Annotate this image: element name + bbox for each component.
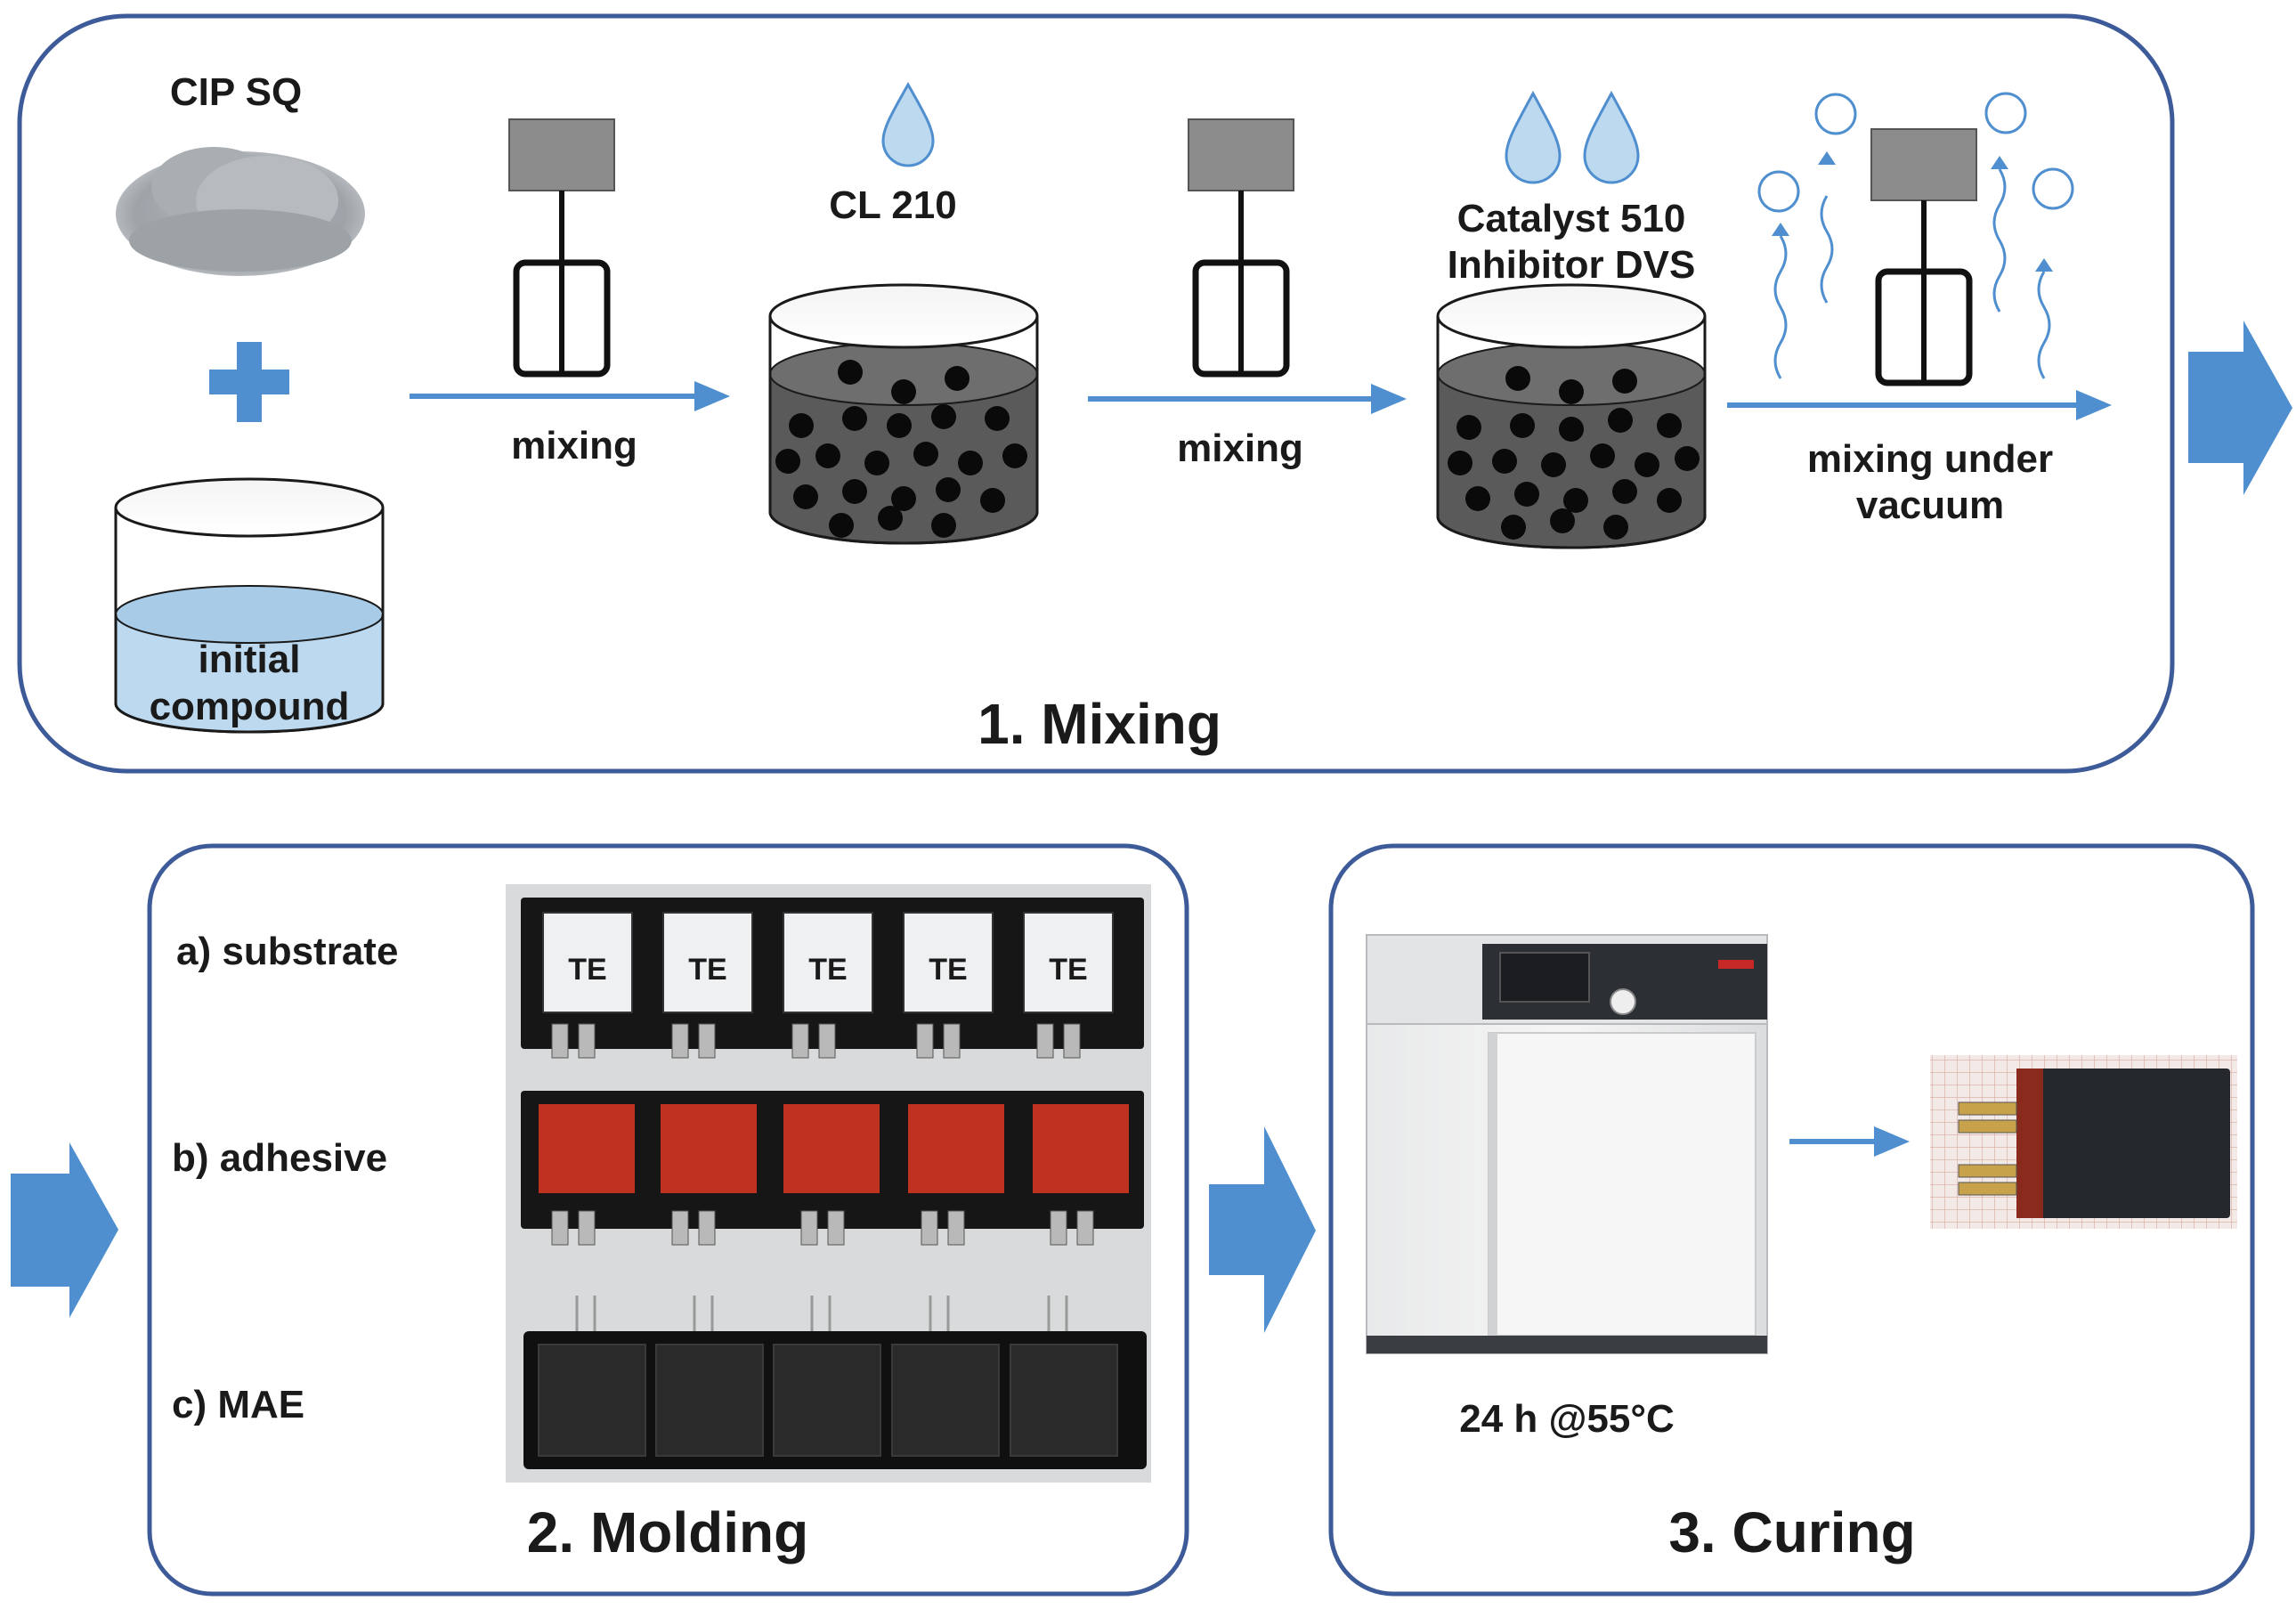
svg-text:TE: TE: [688, 953, 726, 987]
mixing-label-1: mixing: [511, 424, 637, 467]
plus-icon: [209, 342, 289, 422]
mixture-beaker-2: [1436, 283, 1707, 549]
vacuum-arrow: [1727, 390, 2112, 420]
flow-arrow-right: [2188, 321, 2292, 495]
molding-photo: TE TE TE TE: [506, 884, 1151, 1483]
sensor-label: TE: [662, 912, 753, 1013]
svg-text:TE: TE: [1049, 953, 1087, 987]
mixer-icon-3: [1870, 128, 1977, 386]
catalyst-label: Catalyst 510: [1457, 197, 1686, 240]
mixer-icon-2: [1188, 118, 1294, 378]
cl-210-label: CL 210: [829, 183, 957, 227]
sensor-label: TE: [903, 912, 994, 1013]
adhesive-row: [521, 1091, 1144, 1246]
flow-arrow-middle: [1209, 1126, 1316, 1333]
mixing-arrow-1: [410, 381, 730, 411]
mae-row: [523, 1296, 1147, 1469]
step-c-label: c) MAE: [172, 1383, 304, 1426]
vacuum-arrowheads: [1772, 151, 2053, 272]
curing-panel-title: 3. Curing: [1668, 1500, 1915, 1564]
step-a-label: a) substrate: [176, 930, 398, 973]
molding-panel: a) substrate b) adhesive c) MAE TE TE: [147, 843, 1189, 1597]
vacuum-label-2: vacuum: [1856, 484, 2004, 527]
initial-compound-beaker: [114, 477, 385, 734]
oven-image: [1366, 934, 1768, 1354]
mixer-icon-1: [508, 118, 615, 378]
droplet-icon: [881, 81, 935, 167]
droplet-icon: [1583, 90, 1640, 184]
mixing-panel: CIP SQ initial compound: [17, 13, 2175, 774]
sensor-label: TE: [542, 912, 633, 1013]
mixing-panel-frame: [17, 13, 2175, 774]
inhibitor-label: Inhibitor DVS: [1448, 243, 1696, 287]
curing-arrow: [1789, 1126, 1910, 1157]
svg-text:TE: TE: [568, 953, 606, 987]
mixing-panel-title: 1. Mixing: [978, 692, 1221, 756]
mixing-arrow-2: [1088, 384, 1407, 414]
mixing-label-2: mixing: [1177, 427, 1303, 470]
initial-compound-label-2: compound: [150, 685, 350, 728]
mixture-beaker-1: [768, 283, 1039, 545]
curing-condition: 24 h @55°C: [1459, 1397, 1674, 1441]
svg-text:TE: TE: [929, 953, 967, 987]
initial-compound-label-1: initial: [199, 638, 301, 681]
flow-arrow-left: [11, 1142, 118, 1318]
vacuum-label-1: mixing under: [1807, 437, 2053, 481]
curing-panel: 24 h @55°C 3. Curing: [1328, 843, 2255, 1597]
cip-powder-image: [116, 147, 365, 276]
svg-text:TE: TE: [808, 953, 847, 987]
final-sample-photo: [1930, 1055, 2237, 1229]
sensor-label: TE: [1023, 912, 1114, 1013]
substrate-row: TE TE TE TE: [521, 898, 1144, 1059]
vacuum-bubbles: [1757, 92, 2074, 379]
sensor-label: TE: [783, 912, 873, 1013]
droplet-icon: [1505, 90, 1562, 184]
cip-sq-label: CIP SQ: [170, 70, 302, 114]
molding-panel-title: 2. Molding: [527, 1500, 808, 1564]
step-b-label: b) adhesive: [172, 1136, 387, 1180]
